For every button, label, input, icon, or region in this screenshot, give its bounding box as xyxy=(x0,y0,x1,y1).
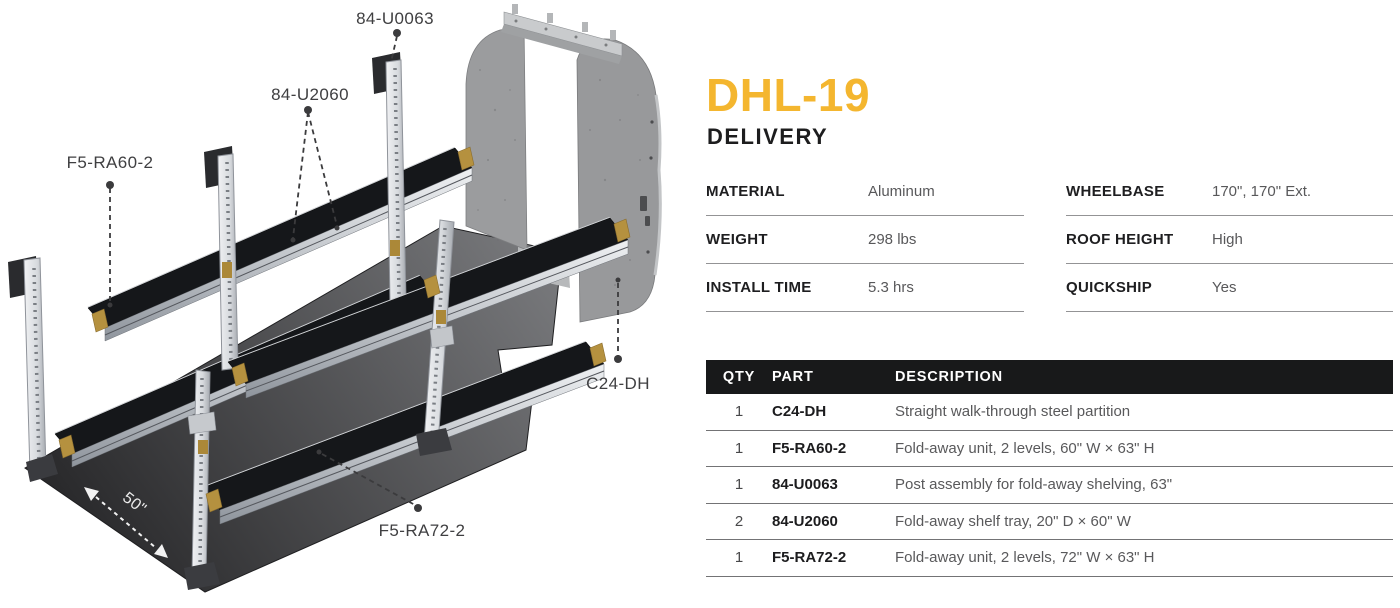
spec-label: WHEELBASE xyxy=(1066,183,1165,200)
part-label-f5-ra72-2: F5-RA72-2 xyxy=(378,521,466,540)
cell-part: 84-U0063 xyxy=(772,476,838,494)
partition-door-edge xyxy=(653,94,662,276)
cell-qty: 1 xyxy=(734,549,744,567)
table-row: 1 84-U0063 Post assembly for fold-away s… xyxy=(706,467,1393,504)
spec-row-weight: WEIGHT 298 lbs xyxy=(706,216,1024,264)
dimension-arrow xyxy=(84,487,168,558)
spec-row-wheelbase: WHEELBASE 170", 170" Ext. xyxy=(1066,168,1393,216)
part-label-c24-dh: C24-DH xyxy=(586,374,650,393)
spec-value: 170", 170" Ext. xyxy=(1212,183,1312,200)
spec-value: Yes xyxy=(1212,279,1237,296)
cell-qty: 1 xyxy=(734,439,744,457)
column-header-qty: QTY xyxy=(722,369,756,385)
parts-table-header: QTY PART DESCRIPTION xyxy=(706,360,1393,394)
partition-c24dh xyxy=(465,4,662,323)
part-label-84-u2060: 84-U2060 xyxy=(271,85,349,104)
shelf-end-brackets xyxy=(58,146,631,513)
table-row: 2 84-U2060 Fold-away shelf tray, 20" D ×… xyxy=(706,504,1393,540)
cell-part: C24-DH xyxy=(772,403,827,421)
partition-texture xyxy=(477,69,641,286)
spec-row-roof-height: ROOF HEIGHT High xyxy=(1066,216,1393,264)
spec-label: QUICKSHIP xyxy=(1066,279,1153,296)
spec-label: MATERIAL xyxy=(706,183,785,200)
spec-column-left: MATERIAL Aluminum WEIGHT 298 lbs INSTALL… xyxy=(706,168,1024,312)
part-label-84-u0063: 84-U0063 xyxy=(356,9,434,28)
spec-value: 5.3 hrs xyxy=(868,279,914,296)
cell-description: Post assembly for fold-away shelving, 63… xyxy=(895,476,1173,494)
spec-value: Aluminum xyxy=(868,183,935,200)
spec-row-install-time: INSTALL TIME 5.3 hrs xyxy=(706,264,1024,312)
spec-column-right: WHEELBASE 170", 170" Ext. ROOF HEIGHT Hi… xyxy=(1066,168,1393,312)
parts-table: QTY PART DESCRIPTION 1 C24-DH Straight w… xyxy=(706,360,1393,577)
product-subtitle: DELIVERY xyxy=(707,124,829,149)
cell-description: Straight walk-through steel partition xyxy=(895,403,1131,421)
product-title: DHL-19 xyxy=(706,69,871,121)
table-row: 1 F5-RA72-2 Fold-away unit, 2 levels, 72… xyxy=(706,540,1393,577)
post-assembly xyxy=(8,52,407,482)
cell-qty: 2 xyxy=(734,512,744,530)
partition-left-panel xyxy=(465,25,528,251)
cell-qty: 1 xyxy=(734,476,744,494)
cell-part: F5-RA60-2 xyxy=(772,439,847,457)
column-header-description: DESCRIPTION xyxy=(895,369,1003,385)
spec-label: WEIGHT xyxy=(706,231,768,248)
spec-panel: DHL-19 DELIVERY MATERIAL Aluminum WEIGHT… xyxy=(706,0,1393,608)
cell-description: Fold-away shelf tray, 20" D × 60" W xyxy=(895,512,1131,530)
cell-part: F5-RA72-2 xyxy=(772,549,847,567)
table-row: 1 F5-RA60-2 Fold-away unit, 2 levels, 60… xyxy=(706,431,1393,467)
spec-value: 298 lbs xyxy=(868,231,917,248)
spec-value: High xyxy=(1212,231,1243,248)
post-assembly-front xyxy=(184,219,455,590)
part-label-f5-ra60-2: F5-RA60-2 xyxy=(66,153,154,172)
cell-part: 84-U2060 xyxy=(772,512,838,530)
column-header-part: PART xyxy=(772,369,814,385)
spec-label: ROOF HEIGHT xyxy=(1066,231,1174,248)
spec-row-material: MATERIAL Aluminum xyxy=(706,168,1024,216)
partition-top-bracket xyxy=(501,4,623,64)
spec-grid: MATERIAL Aluminum WEIGHT 298 lbs INSTALL… xyxy=(706,168,1393,312)
table-row: 1 C24-DH Straight walk-through steel par… xyxy=(706,394,1393,431)
shelving-illustration xyxy=(8,4,662,593)
cell-description: Fold-away unit, 2 levels, 60" W × 63" H xyxy=(895,439,1155,457)
cell-description: Fold-away unit, 2 levels, 72" W × 63" H xyxy=(895,549,1155,567)
spec-row-quickship: QUICKSHIP Yes xyxy=(1066,264,1393,312)
door-latch xyxy=(640,120,654,254)
leader-lines xyxy=(106,29,622,512)
spec-label: INSTALL TIME xyxy=(706,279,812,296)
shelving-diagram: 84-U0063 84-U2060 F5-RA60-2 C24-DH F5-RA… xyxy=(8,4,662,593)
cell-qty: 1 xyxy=(734,403,744,421)
